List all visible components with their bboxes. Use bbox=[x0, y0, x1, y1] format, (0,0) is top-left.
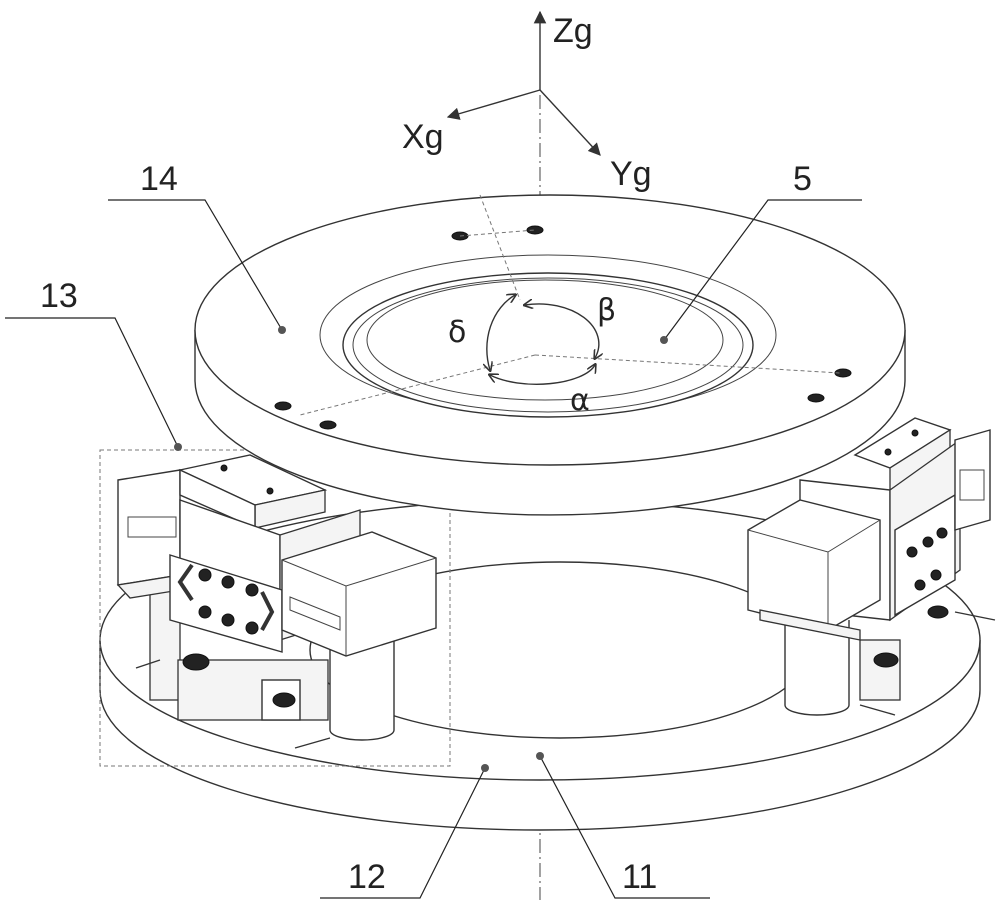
left-front-slot bbox=[289, 596, 341, 631]
right-flex-screw-4 bbox=[914, 579, 926, 591]
top-hole-2 bbox=[526, 225, 544, 235]
z-axis-label: Zg bbox=[553, 12, 593, 50]
right-side-block bbox=[954, 429, 991, 531]
right-lower-block bbox=[859, 639, 901, 701]
left-lower-block bbox=[177, 659, 329, 721]
inner-platform-5-lip bbox=[352, 277, 744, 413]
right-pin-a bbox=[954, 611, 996, 621]
alpha-arc bbox=[490, 365, 595, 385]
left-flexure-chevron-a bbox=[177, 563, 194, 602]
y-axis-label: Yg bbox=[610, 155, 652, 193]
left-top-hole-a bbox=[220, 464, 228, 472]
left-actuator-module bbox=[99, 449, 451, 767]
leader-14 bbox=[108, 199, 283, 331]
construction-line-top bbox=[459, 229, 536, 237]
leader-11 bbox=[539, 755, 710, 899]
right-flex-screw-2 bbox=[922, 536, 934, 548]
part-label-11: 11 bbox=[622, 858, 657, 896]
top-hole-5 bbox=[834, 368, 852, 378]
right-flex-screw-5 bbox=[930, 569, 942, 581]
left-flexure-chevron-b bbox=[260, 591, 275, 631]
part-label-13: 13 bbox=[40, 277, 78, 315]
top-hole-3 bbox=[274, 401, 292, 411]
alpha-label: α bbox=[570, 383, 590, 418]
part-callouts: 14 13 5 12 11 bbox=[5, 160, 862, 899]
y-axis-arrow bbox=[539, 89, 601, 156]
delta-label: δ bbox=[448, 315, 466, 350]
right-top-hole-a bbox=[884, 448, 892, 456]
delta-arc bbox=[487, 295, 515, 370]
left-screw-a bbox=[182, 653, 210, 671]
left-flex-screw-5 bbox=[221, 613, 235, 627]
right-flex-screw-3 bbox=[936, 527, 948, 539]
right-top-hole-b bbox=[911, 429, 919, 437]
right-screw-a bbox=[873, 652, 899, 668]
leader-5-dot bbox=[660, 336, 668, 344]
leader-5 bbox=[663, 199, 862, 341]
left-flex-screw-2 bbox=[221, 575, 235, 589]
beta-arc bbox=[525, 304, 599, 358]
coordinate-system: Zg Xg Yg bbox=[402, 10, 652, 193]
rotation-indicators: δ β α bbox=[448, 293, 616, 418]
right-front-block bbox=[747, 499, 881, 631]
top-hole-4 bbox=[319, 420, 337, 430]
beta-label: β bbox=[597, 293, 616, 328]
left-flex-screw-4 bbox=[198, 605, 212, 619]
right-flexure-plate bbox=[894, 493, 956, 617]
left-flex-screw-3 bbox=[245, 583, 259, 597]
right-cylinder bbox=[784, 620, 850, 716]
right-front-block-base bbox=[759, 609, 861, 641]
left-pin-b bbox=[294, 737, 331, 749]
left-pin-a bbox=[135, 659, 161, 669]
right-flex-screw-1 bbox=[906, 546, 918, 558]
left-cylinder bbox=[329, 640, 395, 741]
leader-14-dot bbox=[278, 326, 286, 334]
left-side-slot bbox=[127, 516, 177, 538]
right-screw-b bbox=[927, 605, 949, 619]
left-top-hole-b bbox=[266, 487, 274, 495]
part-label-12: 12 bbox=[348, 858, 386, 896]
left-flex-screw-6 bbox=[245, 621, 259, 635]
part-label-14: 14 bbox=[140, 160, 178, 198]
leader-12-dot bbox=[481, 764, 489, 772]
right-pin-b bbox=[859, 704, 896, 716]
leader-13 bbox=[5, 317, 179, 448]
left-flex-screw-1 bbox=[198, 568, 212, 582]
leader-13-dot bbox=[174, 443, 182, 451]
top-platform bbox=[194, 194, 906, 516]
inner-platform-5-outer bbox=[342, 272, 754, 418]
right-side-slot bbox=[959, 469, 985, 501]
leader-11-dot bbox=[536, 752, 544, 760]
left-front-block bbox=[281, 531, 437, 657]
construction-line-x bbox=[299, 354, 536, 416]
leader-12 bbox=[320, 767, 486, 899]
x-axis-label: Xg bbox=[402, 118, 444, 156]
x-axis-arrow bbox=[446, 89, 541, 120]
part-label-5: 5 bbox=[793, 160, 812, 198]
inner-platform-5-inner bbox=[366, 279, 724, 401]
top-hole-6 bbox=[807, 393, 825, 403]
right-actuator-module bbox=[747, 417, 996, 716]
left-screw-b bbox=[272, 692, 296, 708]
construction-line-diag bbox=[479, 194, 521, 301]
